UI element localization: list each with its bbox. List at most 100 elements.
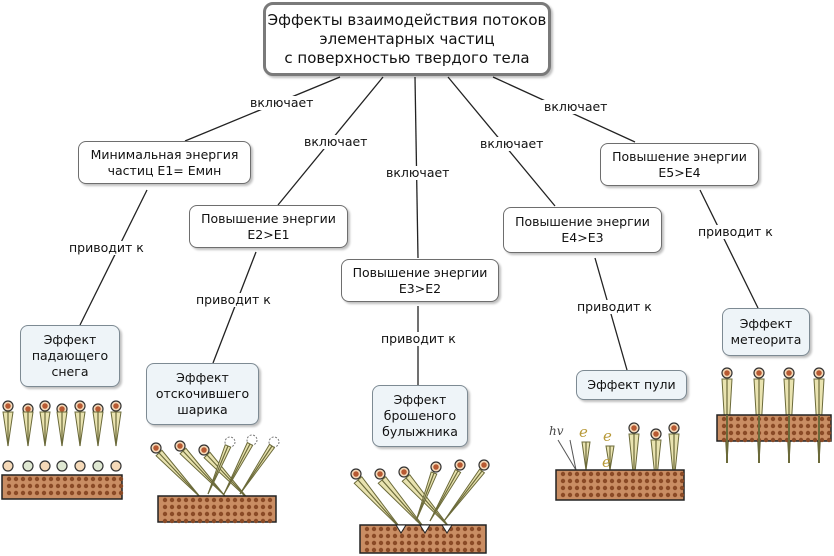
surface-grain xyxy=(104,490,110,496)
electron-label-1: e xyxy=(579,423,588,441)
surface-grain xyxy=(609,471,615,477)
surface-grain xyxy=(190,497,196,503)
surface-grain xyxy=(218,518,224,524)
particle-core xyxy=(401,469,407,475)
surface-grain xyxy=(658,471,664,477)
surface-grain xyxy=(819,430,825,436)
surface-grain xyxy=(62,490,68,496)
surface-grain xyxy=(427,526,433,532)
surface-grain xyxy=(476,533,482,539)
condition-box-e5: Повышение энергии Е5>Е4 xyxy=(600,143,759,186)
surface-grain xyxy=(225,497,231,503)
surface-grain xyxy=(679,492,685,498)
particle xyxy=(92,460,104,472)
surface-grain xyxy=(267,504,273,510)
surface-grain xyxy=(469,540,475,546)
surface-grain xyxy=(742,416,748,422)
surface-grain xyxy=(434,533,440,539)
surface-grain xyxy=(623,478,629,484)
particle xyxy=(56,460,68,472)
surface-grain xyxy=(441,540,447,546)
link-label-leads-3: приводит к xyxy=(379,331,458,346)
surface-grain xyxy=(13,490,19,496)
surface-grain xyxy=(392,533,398,539)
surface-grain xyxy=(469,526,475,532)
surface-grain xyxy=(197,504,203,510)
condition-text-e2: Повышение энергии Е2>Е1 xyxy=(201,210,336,242)
surface-grain xyxy=(602,478,608,484)
effect-box-bullet: Эффект пули xyxy=(576,370,687,400)
surface-grain xyxy=(267,511,273,517)
surface-grain xyxy=(602,492,608,498)
surface-grain xyxy=(805,430,811,436)
surface-grain xyxy=(651,471,657,477)
surface-grain xyxy=(763,416,769,422)
surface-grain xyxy=(34,490,40,496)
surface-grain xyxy=(420,533,426,539)
surface-grain xyxy=(69,483,75,489)
surface-crater xyxy=(395,524,407,534)
arrow-axis xyxy=(405,477,451,529)
surface-grain xyxy=(253,504,259,510)
surface-grain xyxy=(83,483,89,489)
surface-grain xyxy=(406,547,412,553)
surface-grain xyxy=(812,416,818,422)
surface-grain xyxy=(623,485,629,491)
surface-grain xyxy=(434,540,440,546)
surface-grain xyxy=(190,518,196,524)
surface-grain xyxy=(777,423,783,429)
link-label-leads-2: приводит к xyxy=(194,292,273,307)
particle-core xyxy=(77,403,83,409)
surface-grain xyxy=(378,526,384,532)
surface-grain xyxy=(260,504,266,510)
surface-grain xyxy=(364,547,370,553)
surface-grain xyxy=(27,490,33,496)
arrow-axis xyxy=(182,450,226,497)
surface-grain xyxy=(218,504,224,510)
surface-grain xyxy=(812,437,818,443)
surface-grain xyxy=(267,497,273,503)
surface-grain xyxy=(763,423,769,429)
particle xyxy=(22,460,34,472)
surface-grain xyxy=(225,518,231,524)
surface-crater xyxy=(419,524,431,534)
surface-grain xyxy=(27,483,33,489)
surface-grain xyxy=(197,518,203,524)
surface-grain xyxy=(679,478,685,484)
surface-grain xyxy=(253,511,259,517)
surface-grain xyxy=(413,540,419,546)
surface-grain xyxy=(97,476,103,482)
surface-grain xyxy=(239,511,245,517)
surface-grain xyxy=(169,511,175,517)
surface-grain xyxy=(644,471,650,477)
particle-core xyxy=(377,471,383,477)
effect-box-cobblestone: Эффект брошеного булыжника xyxy=(372,385,468,447)
surface-grain xyxy=(728,423,734,429)
surface-grain xyxy=(225,504,231,510)
surface-grain xyxy=(574,471,580,477)
photon-ray xyxy=(557,439,577,471)
surface-grain xyxy=(770,416,776,422)
condition-text-e1: Минимальная энергия частиц Е1= Емин xyxy=(90,146,239,178)
surface-grain xyxy=(406,526,412,532)
surface-grain xyxy=(211,504,217,510)
surface-grain xyxy=(176,518,182,524)
surface-grain xyxy=(197,497,203,503)
surface-grain xyxy=(162,504,168,510)
surface-grain xyxy=(364,540,370,546)
surface-grain xyxy=(560,471,566,477)
surface-grain xyxy=(448,547,454,553)
surface-grain xyxy=(90,490,96,496)
condition-text-e5: Повышение энергии Е5>Е4 xyxy=(612,148,747,180)
effect-box-snow: Эффект падающего снега xyxy=(20,325,120,387)
surface-grain xyxy=(441,533,447,539)
surface-grain xyxy=(637,492,643,498)
electron-label-3: e xyxy=(602,453,611,471)
surface-grain xyxy=(111,476,117,482)
surface-grain xyxy=(644,492,650,498)
surface-grain xyxy=(183,511,189,517)
surface-grain xyxy=(763,430,769,436)
surface-grain xyxy=(385,540,391,546)
surface-grain xyxy=(27,476,33,482)
surface-grain xyxy=(742,430,748,436)
